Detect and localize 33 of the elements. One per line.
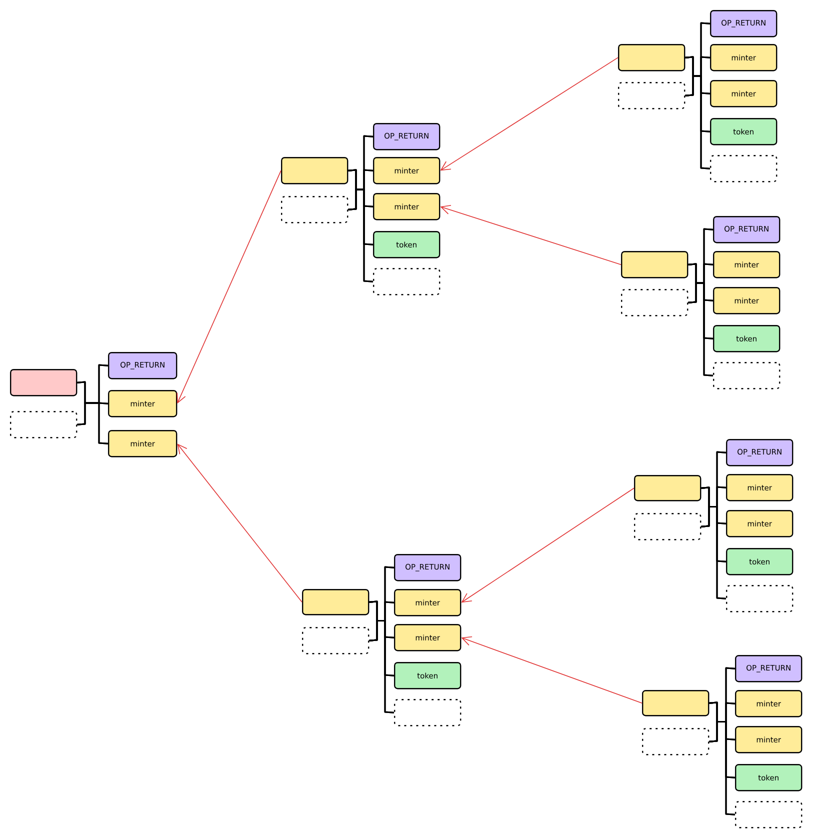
placeholder-box: [618, 82, 686, 110]
arrow: [177, 444, 302, 602]
arrow: [176, 170, 282, 404]
placeholder-box: [281, 196, 348, 224]
connector-line: [348, 188, 374, 282]
connector-line: [685, 75, 710, 170]
placeholder-box: [735, 801, 802, 828]
input-box: [642, 690, 710, 716]
input-box: [302, 589, 370, 616]
placeholder-box: [726, 585, 794, 612]
connector-line: [688, 282, 714, 376]
placeholder-box: [10, 411, 78, 438]
input-box: [281, 157, 348, 184]
arrow: [461, 636, 642, 704]
connector-line: [701, 506, 726, 600]
placeholder-box: [634, 513, 702, 540]
placeholder-box: [394, 699, 462, 726]
arrow: [440, 57, 618, 171]
arrow: [440, 204, 622, 265]
placeholder-box: [713, 362, 780, 390]
placeholder-box: [621, 289, 688, 316]
connector-line: [709, 721, 736, 816]
arrow: [461, 488, 634, 603]
placeholder-box: [373, 268, 440, 296]
connector-line: [369, 620, 394, 714]
input-box: [634, 475, 702, 502]
input-box: [621, 251, 688, 278]
input-box: [10, 369, 78, 396]
placeholder-box: [710, 155, 778, 182]
placeholder-box: [642, 728, 710, 756]
placeholder-box: [302, 627, 370, 654]
input-box: [618, 44, 686, 72]
connector-line: [77, 402, 108, 444]
